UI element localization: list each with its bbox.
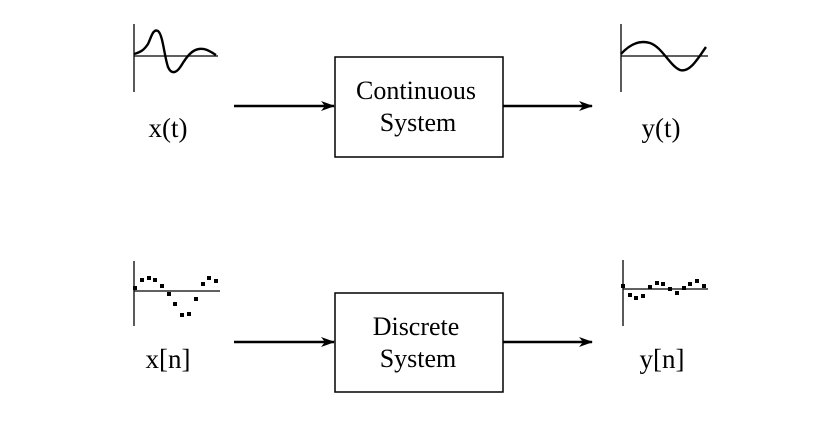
input-discrete-label: x[n] — [146, 344, 191, 374]
discrete-system-title: Discrete — [373, 312, 460, 341]
discrete-system-subtitle: System — [380, 344, 457, 373]
output-continuous-label: y(t) — [642, 113, 681, 143]
output-discrete-samples — [621, 260, 708, 326]
input-continuous-label: x(t) — [149, 113, 188, 143]
discrete-row: x[n] Discrete System y[n] — [133, 260, 708, 393]
input-continuous-waveform — [133, 24, 218, 92]
continuous-system-box — [334, 56, 504, 158]
continuous-row: x(t) Continuous System y(t) — [133, 24, 708, 158]
output-continuous-waveform — [620, 24, 708, 92]
continuous-system-title: Continuous — [356, 76, 476, 105]
discrete-system-box — [334, 292, 504, 393]
continuous-system-subtitle: System — [380, 108, 457, 137]
output-discrete-label: y[n] — [640, 344, 685, 374]
input-discrete-samples — [133, 261, 220, 326]
